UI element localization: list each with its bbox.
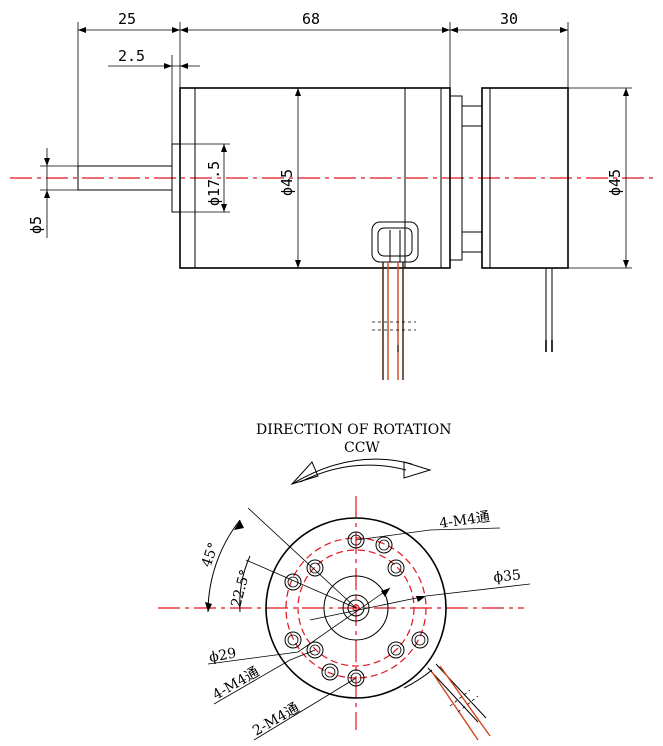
dim-shaft-length-text: 25 bbox=[118, 10, 136, 28]
dim-rear-length-text: 30 bbox=[500, 10, 518, 28]
angle-45-text: 45° bbox=[199, 541, 223, 570]
rear-wires bbox=[545, 268, 553, 352]
mounting-holes bbox=[284, 531, 429, 687]
coupling bbox=[449, 95, 483, 261]
dim-body-dia: ϕ45 bbox=[278, 88, 301, 268]
hole-label-top-text: 4-M4通 bbox=[438, 509, 491, 532]
front-boss-circle bbox=[323, 575, 389, 641]
dia-35-text: ϕ35 bbox=[493, 567, 522, 586]
dim-shaft-length: 25 bbox=[77, 10, 181, 166]
angle-22-5-text: 22.5° bbox=[228, 568, 253, 609]
angle-22-5-dim: 22.5° bbox=[228, 555, 357, 613]
dim-shaft-dia-text: ϕ5 bbox=[27, 216, 45, 234]
side-view: 25 2.5 68 30 bbox=[10, 10, 655, 380]
dia-29-label: ϕ29 bbox=[208, 587, 391, 666]
dim-flange: 2.5 bbox=[108, 47, 200, 144]
dim-body-dia-text: ϕ45 bbox=[278, 169, 296, 196]
cable-gland bbox=[371, 221, 419, 263]
shaft-core bbox=[352, 604, 360, 612]
dim-body-length-text: 68 bbox=[302, 10, 320, 28]
dim-flange-text: 2.5 bbox=[118, 47, 145, 65]
dia-29-text: ϕ29 bbox=[208, 645, 238, 666]
front-view: DIRECTION OF ROTATION CCW bbox=[158, 422, 531, 741]
angle-45-dim: 45° bbox=[199, 507, 357, 613]
front-outer-circle bbox=[265, 517, 447, 699]
rear-housing bbox=[481, 87, 569, 269]
hole-label-bottom-text: 2-M4通 bbox=[250, 700, 302, 739]
dim-shaft-dia: ϕ5 bbox=[27, 148, 78, 238]
shaft bbox=[77, 165, 172, 191]
rotation-direction: CCW bbox=[344, 440, 380, 456]
dim-boss-dia-text: ϕ17.5 bbox=[205, 161, 223, 206]
hole-label-bottom: 2-M4通 bbox=[250, 677, 357, 741]
dia-35-label: ϕ35 bbox=[309, 567, 531, 621]
rotation-title: DIRECTION OF ROTATION bbox=[256, 422, 451, 438]
dim-rear-dia: ϕ45 bbox=[568, 87, 632, 269]
body-wires bbox=[372, 262, 416, 380]
shaft-inner-circle bbox=[347, 599, 365, 617]
rotation-arrow-icon bbox=[290, 458, 432, 486]
hole-label-left-text: 4-M4通 bbox=[210, 664, 262, 703]
dim-boss-dia: ϕ17.5 bbox=[180, 143, 230, 213]
dim-rear-length: 30 bbox=[450, 10, 569, 88]
dim-body-length: 68 bbox=[180, 10, 451, 88]
bolt-circle-35 bbox=[285, 537, 427, 679]
bolt-circle-29 bbox=[297, 549, 415, 667]
hole-label-top: 4-M4通 bbox=[355, 509, 501, 541]
dim-rear-dia-text: ϕ45 bbox=[606, 169, 624, 196]
front-cable-exit bbox=[403, 663, 491, 741]
